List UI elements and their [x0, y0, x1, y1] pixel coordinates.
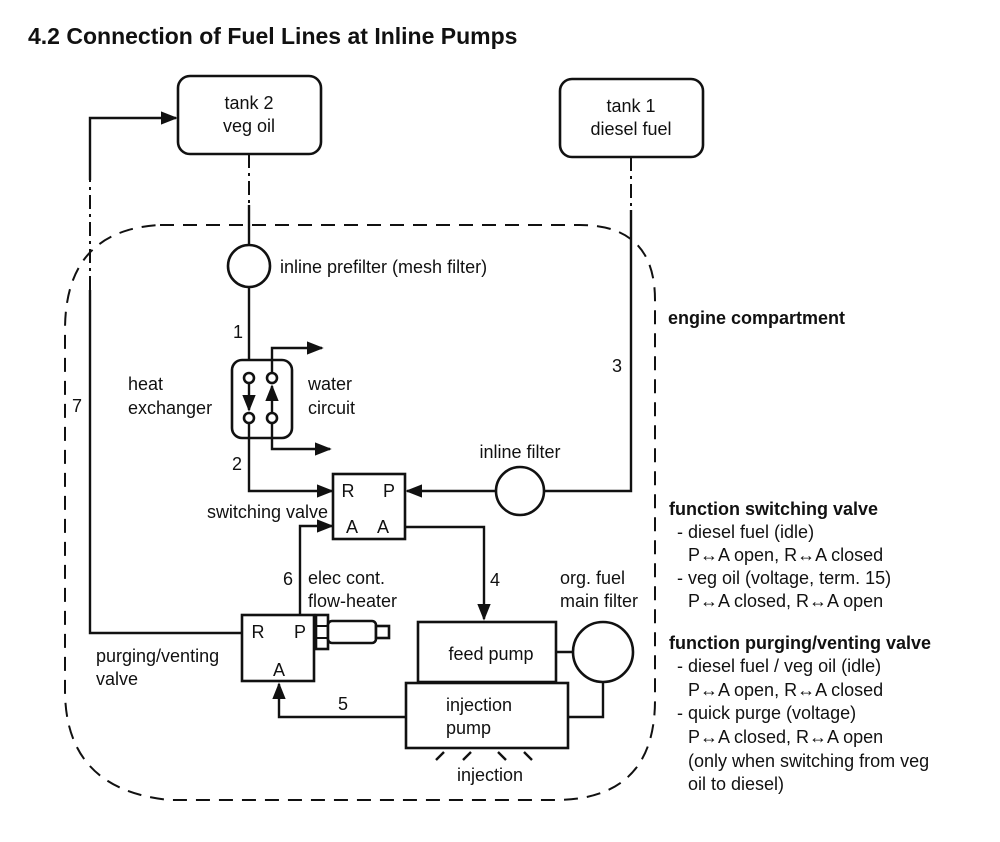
switching-valve-port-r: R [342, 481, 355, 501]
switching-valve-port-p: P [383, 481, 395, 501]
line-number-4: 4 [490, 570, 500, 590]
flow-heater-icon [314, 613, 391, 651]
water-circuit-label-2: circuit [308, 398, 355, 418]
switching-valve-port-a-left: A [346, 517, 358, 537]
feed-pump-label: feed pump [448, 644, 533, 664]
injection-pump-label: injection [446, 695, 512, 715]
heat-exchanger-label: heat [128, 374, 163, 394]
inline-filter-label: inline filter [479, 442, 560, 462]
line-number-6: 6 [283, 569, 293, 589]
tank-1-diesel-fuel: tank 1 diesel fuel [558, 77, 705, 159]
switching-valve: R P A A [331, 472, 407, 541]
tank-2-label: tank 2 [224, 93, 273, 113]
engine-compartment-label: engine compartment [668, 308, 845, 328]
tank-1-label: tank 1 [606, 96, 655, 116]
note-line: oil to diesel) [688, 774, 784, 794]
note-line: (only when switching from veg [688, 751, 929, 771]
note-line: P↔A open, R↔A closed [688, 680, 883, 700]
purging-valve-notes-heading: function purging/venting valve [669, 633, 931, 653]
injection-lines [435, 751, 533, 761]
heat-exchanger [230, 341, 332, 456]
purging-valve-notes: function purging/venting valve - diesel … [669, 633, 931, 794]
main-filter-label-2: main filter [560, 591, 638, 611]
tank-2-veg-oil: tank 2 veg oil [176, 74, 323, 156]
switching-valve-notes-heading: function switching valve [669, 499, 878, 519]
line-3 [544, 210, 633, 493]
purging-valve-port-r: R [252, 622, 265, 642]
tank-2-fuel-label: veg oil [223, 116, 275, 136]
injection-pump-label-2: pump [446, 718, 491, 738]
note-line: - diesel fuel / veg oil (idle) [677, 656, 881, 676]
main-filter-icon [571, 620, 635, 684]
note-line: - veg oil (voltage, term. 15) [677, 568, 891, 588]
line-5 [272, 682, 406, 719]
inline-prefilter-label: inline prefilter (mesh filter) [280, 257, 487, 277]
line-4 [405, 525, 491, 621]
page-title: 4.2 Connection of Fuel Lines at Inline P… [28, 23, 517, 49]
line-7 [88, 290, 242, 635]
injection-label: injection [457, 765, 523, 785]
tank-1-fuel-label: diesel fuel [590, 119, 671, 139]
purging-valve-port-p: P [294, 622, 306, 642]
note-line: - quick purge (voltage) [677, 703, 856, 723]
line-number-2: 2 [232, 454, 242, 474]
note-line: P↔A closed, R↔A open [688, 591, 883, 611]
water-circuit-label: water [307, 374, 352, 394]
injection-pump: injection pump [404, 681, 570, 750]
note-line: P↔A open, R↔A closed [688, 545, 883, 565]
inline-filter-icon [494, 465, 546, 517]
purging-venting-valve: R P A [240, 613, 316, 683]
line-number-3: 3 [612, 356, 622, 376]
note-line: - diesel fuel (idle) [677, 522, 814, 542]
line-6 [298, 519, 334, 615]
line-number-1: 1 [233, 322, 243, 342]
engine-compartment-boundary [64, 224, 656, 801]
switching-valve-label: switching valve [207, 502, 328, 522]
line-2 [247, 424, 334, 498]
purging-valve-label: purging/venting [96, 646, 219, 666]
flow-heater-label: elec cont. [308, 568, 385, 588]
purging-valve-label-2: valve [96, 669, 138, 689]
switching-valve-port-a-right: A [377, 517, 389, 537]
note-line: P↔A closed, R↔A open [688, 727, 883, 747]
flow-heater-label-2: flow-heater [308, 591, 397, 611]
purging-valve-port-a: A [273, 660, 285, 680]
line-number-5: 5 [338, 694, 348, 714]
heat-exchanger-label-2: exchanger [128, 398, 212, 418]
line-number-7: 7 [72, 396, 82, 416]
switching-valve-notes: function switching valve - diesel fuel (… [669, 499, 891, 611]
feed-pump: feed pump [416, 620, 558, 684]
inline-prefilter-icon [226, 243, 272, 289]
main-filter-label: org. fuel [560, 568, 625, 588]
